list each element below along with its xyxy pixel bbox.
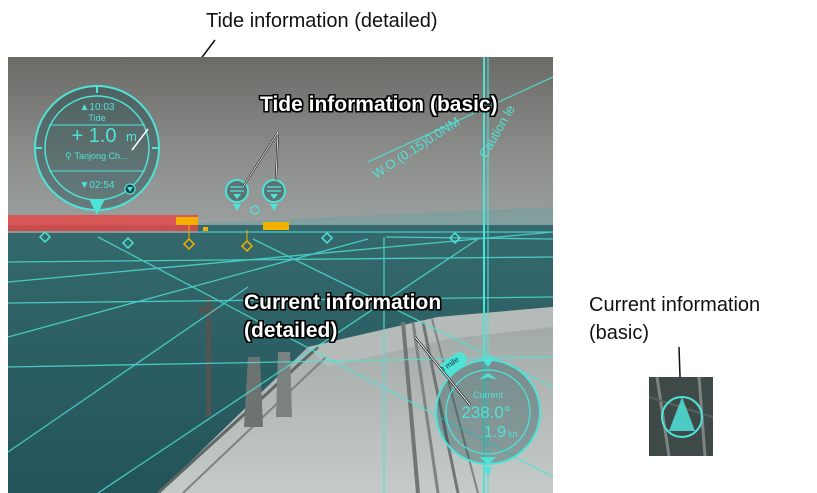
current-detailed-callout-line2: (detailed) — [244, 319, 338, 342]
current-direction: 238.0° — [461, 403, 510, 422]
current-speed: 1.9 — [484, 424, 506, 441]
tide-detailed-widget[interactable]: ▲10:03 Tide + 1.0 m ⚲ Tanjong Ch... ▼02:… — [34, 85, 160, 215]
current-basic-widget[interactable] — [661, 396, 703, 438]
tide-height-value: + 1.0 — [71, 125, 116, 147]
current-arrow-icon — [478, 373, 498, 380]
tide-basic-widget-1[interactable] — [225, 179, 249, 211]
current-speed-unit: kn — [508, 429, 518, 439]
current-basic-thumbnail — [649, 377, 713, 456]
chevron-down-icon — [127, 187, 133, 192]
current-detailed-widget[interactable]: 0 mile Current 238.0° 1.9 kn — [435, 350, 541, 477]
tide-height-unit: m — [126, 129, 137, 144]
tide-title: Tide — [88, 113, 105, 123]
current-title: Current — [473, 390, 504, 400]
tide-down-icon — [233, 194, 241, 199]
current-detailed-callout-line1: Current information — [244, 291, 442, 314]
tide-basic-callout: Tide information (basic) — [260, 93, 498, 116]
current-direction-arrow-icon — [669, 397, 695, 431]
tide-low-time: ▼02:54 — [80, 180, 115, 191]
ar-scene-graphic: ▲10:03 Tide + 1.0 m ⚲ Tanjong Ch... ▼02:… — [8, 57, 553, 493]
tide-detailed-callout: Tide information (detailed) — [206, 10, 438, 32]
current-basic-callout-line1: Current information — [589, 294, 761, 316]
current-basic-callout-line2: (basic) — [589, 322, 650, 344]
pointer-down-icon — [89, 199, 105, 215]
tide-basic-widget-2[interactable] — [262, 179, 286, 211]
tide-down-icon — [270, 194, 278, 199]
location-pin-icon: ⚲ — [65, 151, 72, 161]
tide-high-time: ▲10:03 — [80, 102, 115, 113]
ar-camera-view: ▲10:03 Tide + 1.0 m ⚲ Tanjong Ch... ▼02:… — [8, 57, 553, 493]
tide-station-name: Tanjong Ch... — [74, 151, 127, 161]
current-basic-graphic — [649, 377, 713, 456]
